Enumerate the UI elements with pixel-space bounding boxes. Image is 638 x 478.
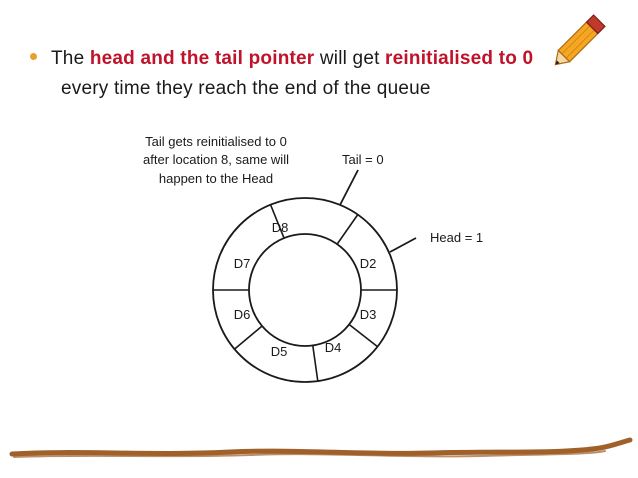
segment-divider-2 (336, 214, 359, 245)
segment-d7: D7 (234, 256, 251, 271)
segment-divider-6 (234, 325, 263, 350)
tail-label: Tail = 0 (342, 152, 384, 167)
queue-inner-ring (248, 233, 362, 347)
segment-d4: D4 (325, 340, 342, 355)
bullet-text-5: every time they reach the end of the que… (61, 78, 431, 99)
bullet-text-1: The (51, 48, 90, 69)
segment-d2: D2 (360, 256, 377, 271)
segment-d6: D6 (234, 307, 251, 322)
segment-divider-4 (348, 323, 378, 348)
segment-d5: D5 (271, 344, 288, 359)
bullet-highlight-pointers: head and the tail pointer (89, 48, 315, 69)
head-pointer-line (389, 237, 417, 253)
annotation-line-3: happen to the Head (159, 171, 273, 186)
annotation-line-1: Tail gets reinitialised to 0 (145, 134, 287, 149)
segment-d8: D8 (272, 220, 289, 235)
annotation-line-2: after location 8, same will (143, 152, 289, 167)
bullet-text-3: will get (314, 48, 386, 69)
bullet-point: The head and the tail pointer will get r… (30, 44, 630, 104)
segment-divider-1 (269, 204, 285, 239)
head-label: Head = 1 (430, 230, 483, 245)
tail-pointer-line (339, 169, 359, 206)
segment-d3: D3 (360, 307, 377, 322)
segment-dividers (213, 204, 397, 382)
bullet-highlight-reinit: reinitialised to 0 (385, 48, 534, 69)
pencil-icon (554, 14, 606, 66)
decorative-brush-rule (9, 437, 633, 458)
bullet-dot-icon (30, 53, 37, 61)
segment-divider-5 (312, 345, 319, 382)
